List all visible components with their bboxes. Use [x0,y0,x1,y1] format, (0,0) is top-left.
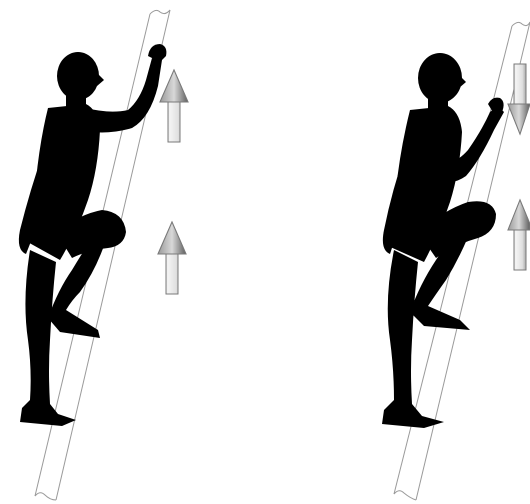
left-figure [19,10,188,500]
left-climber-silhouette [19,44,167,426]
left-hand-arrow-up [160,70,188,142]
right-figure [382,22,530,500]
left-foot-arrow-up [158,222,186,294]
right-foot-arrow-up [508,200,530,270]
right-climber-silhouette [382,53,504,428]
